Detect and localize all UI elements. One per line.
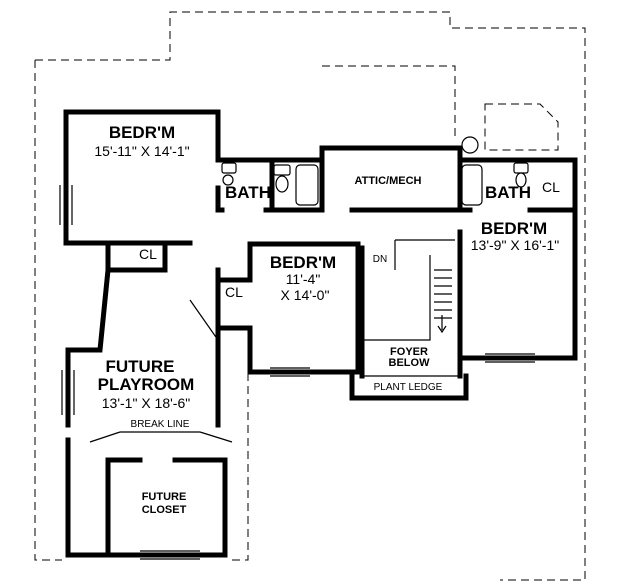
bedroom-2-name: BEDR'M [270, 253, 336, 272]
future-closet-line1: FUTURE [142, 491, 187, 503]
playroom-line2: PLAYROOM [98, 375, 195, 394]
bedroom-3-name: BEDR'M [481, 219, 547, 238]
bath-1-name: BATH [225, 183, 271, 202]
bath-2-name: BATH [485, 183, 531, 202]
walls [63, 109, 578, 558]
stair-down-label: DN [373, 254, 387, 265]
details [59, 136, 535, 560]
foyer-line2: BELOW [389, 357, 431, 369]
roof-outline [34, 11, 586, 581]
closet-left-name: CL [139, 246, 157, 262]
bedroom-3-dims: 13'-9" X 16'-1" [471, 237, 559, 253]
playroom-line1: FUTURE [106, 357, 175, 376]
closet-right-name: CL [542, 179, 560, 195]
closet-mid-name: CL [225, 284, 243, 300]
attic-name: ATTIC/MECH [354, 175, 421, 187]
bedroom-1-dims: 15'-11" X 14'-1" [94, 143, 189, 159]
future-closet-line2: CLOSET [142, 504, 187, 516]
playroom-dims: 13'-1" X 18'-6" [102, 395, 190, 411]
plant-ledge-label: PLANT LEDGE [374, 382, 443, 393]
bedroom-2-dims-line1: 11'-4" [286, 271, 321, 287]
bedroom-2-dims-line2: X 14'-0" [281, 287, 330, 303]
bedroom-1-name: BEDR'M [109, 123, 175, 142]
foyer-line1: FOYER [390, 346, 428, 358]
break-line-label: BREAK LINE [131, 419, 190, 430]
